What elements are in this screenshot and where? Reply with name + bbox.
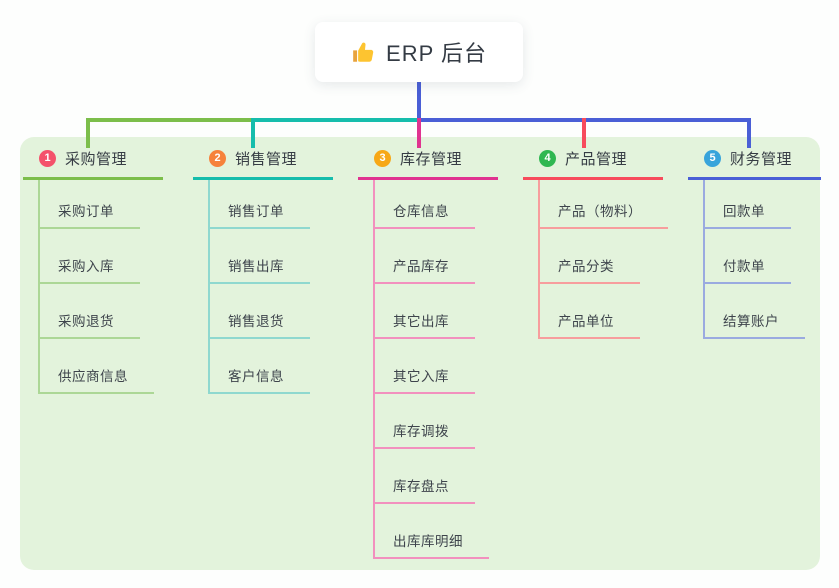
- child-node[interactable]: 付款单: [705, 229, 791, 284]
- child-node[interactable]: 产品库存: [375, 229, 475, 284]
- branch-badge-3: 3: [374, 150, 391, 167]
- child-node[interactable]: 库存盘点: [375, 449, 475, 504]
- connector-root-line: [417, 82, 421, 122]
- child-node[interactable]: 采购退货: [40, 284, 140, 339]
- branch-title-sales[interactable]: 2 销售管理: [193, 145, 333, 180]
- connector-drop-branch-3: [417, 118, 421, 148]
- root-node-erp[interactable]: ERP 后台: [315, 22, 523, 82]
- child-node[interactable]: 产品单位: [540, 284, 640, 339]
- branch-children: 仓库信息 产品库存 其它出库 其它入库 库存调拨 库存盘点 出库库明细: [373, 180, 498, 559]
- child-node[interactable]: 结算账户: [705, 284, 805, 339]
- child-node[interactable]: 其它入库: [375, 339, 475, 394]
- branch-label: 销售管理: [235, 151, 298, 168]
- branch-title-finance[interactable]: 5 财务管理: [688, 145, 821, 180]
- branch-label: 产品管理: [565, 151, 628, 168]
- child-node[interactable]: 仓库信息: [375, 180, 475, 229]
- connector-drop-branch-5: [747, 118, 751, 148]
- child-node[interactable]: 库存调拨: [375, 394, 475, 449]
- branch-badge-1: 1: [39, 150, 56, 167]
- branch-title-purchase[interactable]: 1 采购管理: [23, 145, 163, 180]
- connector-trunk-green: [86, 118, 254, 122]
- branch-label: 财务管理: [730, 151, 793, 168]
- connector-drop-branch-2: [251, 118, 255, 148]
- child-node[interactable]: 产品分类: [540, 229, 640, 284]
- branch-title-product[interactable]: 4 产品管理: [523, 145, 663, 180]
- branch-purchase: 1 采购管理 采购订单 采购入库 采购退货 供应商信息: [23, 145, 163, 394]
- child-node[interactable]: 产品（物料）: [540, 180, 668, 229]
- child-node[interactable]: 销售出库: [210, 229, 310, 284]
- branch-badge-2: 2: [209, 150, 226, 167]
- branch-children: 销售订单 销售出库 销售退货 客户信息: [208, 180, 333, 394]
- child-node[interactable]: 出库库明细: [375, 504, 489, 559]
- branch-children: 产品（物料） 产品分类 产品单位: [538, 180, 668, 339]
- connector-drop-branch-1: [86, 118, 90, 148]
- mindmap-panel: [20, 137, 820, 570]
- branch-sales: 2 销售管理 销售订单 销售出库 销售退货 客户信息: [193, 145, 333, 394]
- thumbs-up-icon: [351, 39, 377, 65]
- branch-title-inventory[interactable]: 3 库存管理: [358, 145, 498, 180]
- connector-trunk-teal: [251, 118, 420, 122]
- connector-drop-branch-4: [582, 118, 586, 148]
- branch-badge-5: 5: [704, 150, 721, 167]
- child-node[interactable]: 其它出库: [375, 284, 475, 339]
- child-node[interactable]: 回款单: [705, 180, 791, 229]
- child-node[interactable]: 客户信息: [210, 339, 310, 394]
- child-node[interactable]: 采购入库: [40, 229, 140, 284]
- branch-badge-4: 4: [539, 150, 556, 167]
- branch-children: 采购订单 采购入库 采购退货 供应商信息: [38, 180, 163, 394]
- child-node[interactable]: 销售订单: [210, 180, 310, 229]
- root-node-label: ERP 后台: [386, 41, 487, 66]
- branch-product: 4 产品管理 产品（物料） 产品分类 产品单位: [523, 145, 668, 339]
- child-node[interactable]: 供应商信息: [40, 339, 154, 394]
- branch-children: 回款单 付款单 结算账户: [703, 180, 821, 339]
- branch-label: 采购管理: [65, 151, 128, 168]
- branch-label: 库存管理: [400, 151, 463, 168]
- branch-inventory: 3 库存管理 仓库信息 产品库存 其它出库 其它入库 库存调拨 库存盘点 出库库…: [358, 145, 498, 559]
- branch-finance: 5 财务管理 回款单 付款单 结算账户: [688, 145, 821, 339]
- child-node[interactable]: 采购订单: [40, 180, 140, 229]
- child-node[interactable]: 销售退货: [210, 284, 310, 339]
